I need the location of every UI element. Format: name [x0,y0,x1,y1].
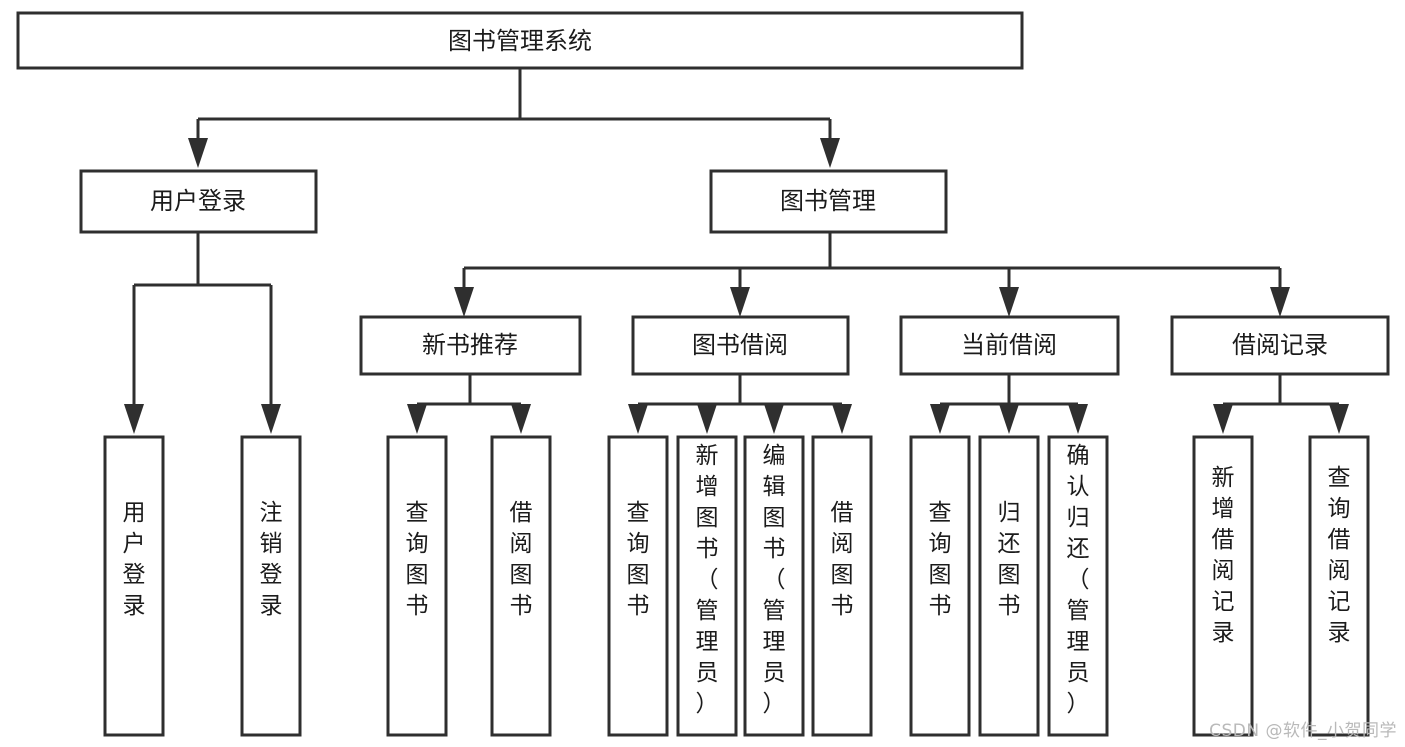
leaf-box[interactable] [909,435,971,737]
leaf-label: 编辑图书（管理员） [763,443,786,717]
leaf-label: 注销登录 [260,500,283,619]
arrow-head-icon [820,138,840,168]
arrow-head-icon [454,287,474,317]
arrow-head-icon [188,138,208,168]
arrow-head-icon [1068,404,1088,434]
arrow-head-icon [1213,404,1233,434]
leaf-label: 查询图书 [929,500,952,619]
connector-group-book-manage [454,232,1290,317]
leaf-new-book-2[interactable]: 借阅图书 [490,435,552,737]
leaf-label: 归还图书 [998,500,1021,619]
arrow-head-icon [1270,287,1290,317]
leaf-label: 确认归还（管理员） [1067,443,1090,717]
leaf-box[interactable] [386,435,448,737]
leaf-label: 新增图书（管理员） [696,443,719,717]
connector-group-root [188,68,840,168]
leaf-label: 查询图书 [406,500,429,619]
leaf-box[interactable] [1192,435,1254,737]
leaf-box[interactable] [607,435,669,737]
leaf-box[interactable] [811,435,873,737]
leaf-box[interactable] [676,435,738,737]
node-borrow-record[interactable]: 借阅记录 [1170,315,1390,376]
arrow-head-icon [999,287,1019,317]
node-borrow-book-box[interactable] [631,315,850,376]
leaf-current-borrow-2[interactable]: 归还图书 [978,435,1040,737]
leaf-borrow-record-2[interactable]: 查询借阅记录 [1308,435,1370,737]
leaf-box[interactable] [1047,435,1109,737]
leaf-label: 借阅图书 [510,500,533,619]
arrow-head-icon [832,404,852,434]
leaf-box[interactable] [743,435,805,737]
arrow-head-icon [764,404,784,434]
leaf-borrow-book-2[interactable]: 新增图书（管理员） [676,435,738,737]
node-current-borrow-label: 当前借阅 [961,331,1057,359]
node-user-login[interactable]: 用户登录 [79,169,318,234]
node-root-label: 图书管理系统 [448,27,592,55]
connector-group-new-book [407,374,531,434]
leaf-label: 用户登录 [123,500,146,619]
node-borrow-record-label: 借阅记录 [1232,331,1328,359]
arrow-head-icon [124,404,144,434]
leaf-user-login-1[interactable]: 用户登录 [103,435,165,737]
leaf-borrow-book-1[interactable]: 查询图书 [607,435,669,737]
leaf-box[interactable] [103,435,165,737]
connector-group-borrow-record [1213,374,1349,434]
node-borrow-record-box[interactable] [1170,315,1390,376]
leaf-new-book-1[interactable]: 查询图书 [386,435,448,737]
node-book-manage-label: 图书管理 [780,187,876,215]
arrow-head-icon [697,404,717,434]
leaf-current-borrow-1[interactable]: 查询图书 [909,435,971,737]
node-root-box[interactable] [16,11,1024,70]
leaf-label: 查询图书 [627,500,650,619]
leaf-box[interactable] [978,435,1040,737]
node-borrow-book[interactable]: 图书借阅 [631,315,850,376]
node-book-manage[interactable]: 图书管理 [709,169,948,234]
node-new-book-box[interactable] [359,315,582,376]
node-new-book-label: 新书推荐 [422,331,518,359]
arrow-head-icon [511,404,531,434]
leaf-user-login-2[interactable]: 注销登录 [240,435,302,737]
arrow-head-icon [407,404,427,434]
leaf-borrow-record-1[interactable]: 新增借阅记录 [1192,435,1254,737]
node-user-login-box[interactable] [79,169,318,234]
connector-group-user-login [124,232,281,434]
leaf-borrow-book-4[interactable]: 借阅图书 [811,435,873,737]
leaf-box[interactable] [490,435,552,737]
leaf-box[interactable] [1308,435,1370,737]
arrow-head-icon [999,404,1019,434]
arrow-head-icon [1329,404,1349,434]
leaf-current-borrow-3[interactable]: 确认归还（管理员） [1047,435,1109,737]
leaf-box[interactable] [240,435,302,737]
node-current-borrow[interactable]: 当前借阅 [899,315,1120,376]
node-root[interactable]: 图书管理系统 [16,11,1024,70]
arrow-head-icon [930,404,950,434]
leaf-label: 查询借阅记录 [1328,465,1351,646]
arrow-head-icon [628,404,648,434]
arrow-head-icon [730,287,750,317]
leaf-label: 借阅图书 [831,500,854,619]
connector-group-borrow-book [628,374,852,434]
leaf-borrow-book-3[interactable]: 编辑图书（管理员） [743,435,805,737]
node-current-borrow-box[interactable] [899,315,1120,376]
arrow-head-icon [261,404,281,434]
watermark-text: CSDN @软件_小贺同学 [1209,721,1397,741]
node-borrow-book-label: 图书借阅 [692,331,788,359]
connector-group-current-borrow [930,374,1088,434]
leaf-label: 新增借阅记录 [1212,465,1235,646]
node-new-book[interactable]: 新书推荐 [359,315,582,376]
node-book-manage-box[interactable] [709,169,948,234]
node-user-login-label: 用户登录 [150,187,246,215]
